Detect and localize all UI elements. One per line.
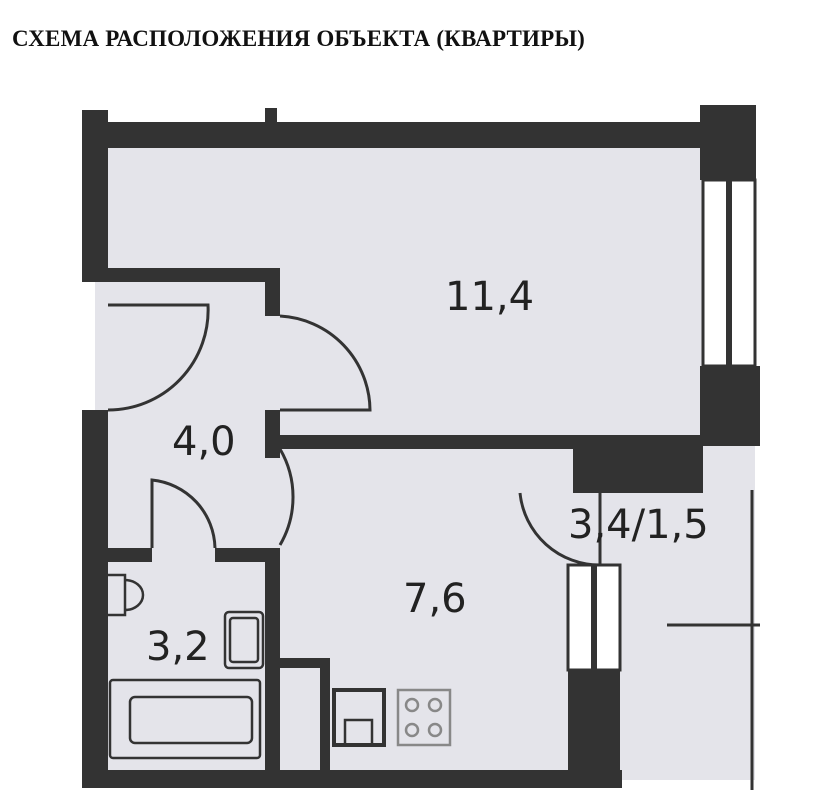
bottom-wall <box>82 770 622 788</box>
kitchen-sink-icon <box>332 688 386 747</box>
hallway-area: 4,0 <box>172 419 236 465</box>
top-wall-stub <box>265 108 277 124</box>
living-room-area: 11,4 <box>445 274 534 320</box>
left-wall-upper <box>82 110 108 270</box>
kitchen-window <box>566 563 622 672</box>
living-window <box>701 178 757 368</box>
niche-side <box>320 658 330 773</box>
niche-wall <box>280 658 330 668</box>
bath-side-wall <box>265 548 280 788</box>
plan-title: СХЕМА РАСПОЛОЖЕНИЯ ОБЪЕКТА (КВАРТИРЫ) <box>12 26 586 51</box>
left-wall-lower <box>82 410 108 788</box>
right-pier-top <box>700 105 756 180</box>
room-kitchen-wall <box>265 435 575 449</box>
stove-icon <box>396 688 452 747</box>
bath-wall-right <box>215 548 280 562</box>
kitchen-door <box>278 448 295 546</box>
living-door <box>279 314 372 412</box>
sink-icon <box>223 610 265 670</box>
bathtub-icon <box>108 678 262 760</box>
bath-door <box>150 478 217 549</box>
hall-wall-mid <box>265 410 280 458</box>
balcony-door <box>518 492 602 567</box>
bathroom-area: 3,2 <box>146 624 210 670</box>
balcony-area: 3,4/1,5 <box>568 502 709 548</box>
right-pier <box>700 366 760 446</box>
kitchen-pier <box>568 670 620 788</box>
bath-wall-left <box>82 548 152 562</box>
walls <box>82 105 760 788</box>
top-wall <box>82 122 755 148</box>
toilet-icon <box>108 573 145 617</box>
balcony-pier <box>573 435 703 493</box>
doors <box>107 303 602 567</box>
kitchen-area: 7,6 <box>403 576 467 622</box>
entrance-door <box>107 303 210 412</box>
hall-wall-upper <box>265 268 280 316</box>
hall-wall-top <box>82 268 280 282</box>
